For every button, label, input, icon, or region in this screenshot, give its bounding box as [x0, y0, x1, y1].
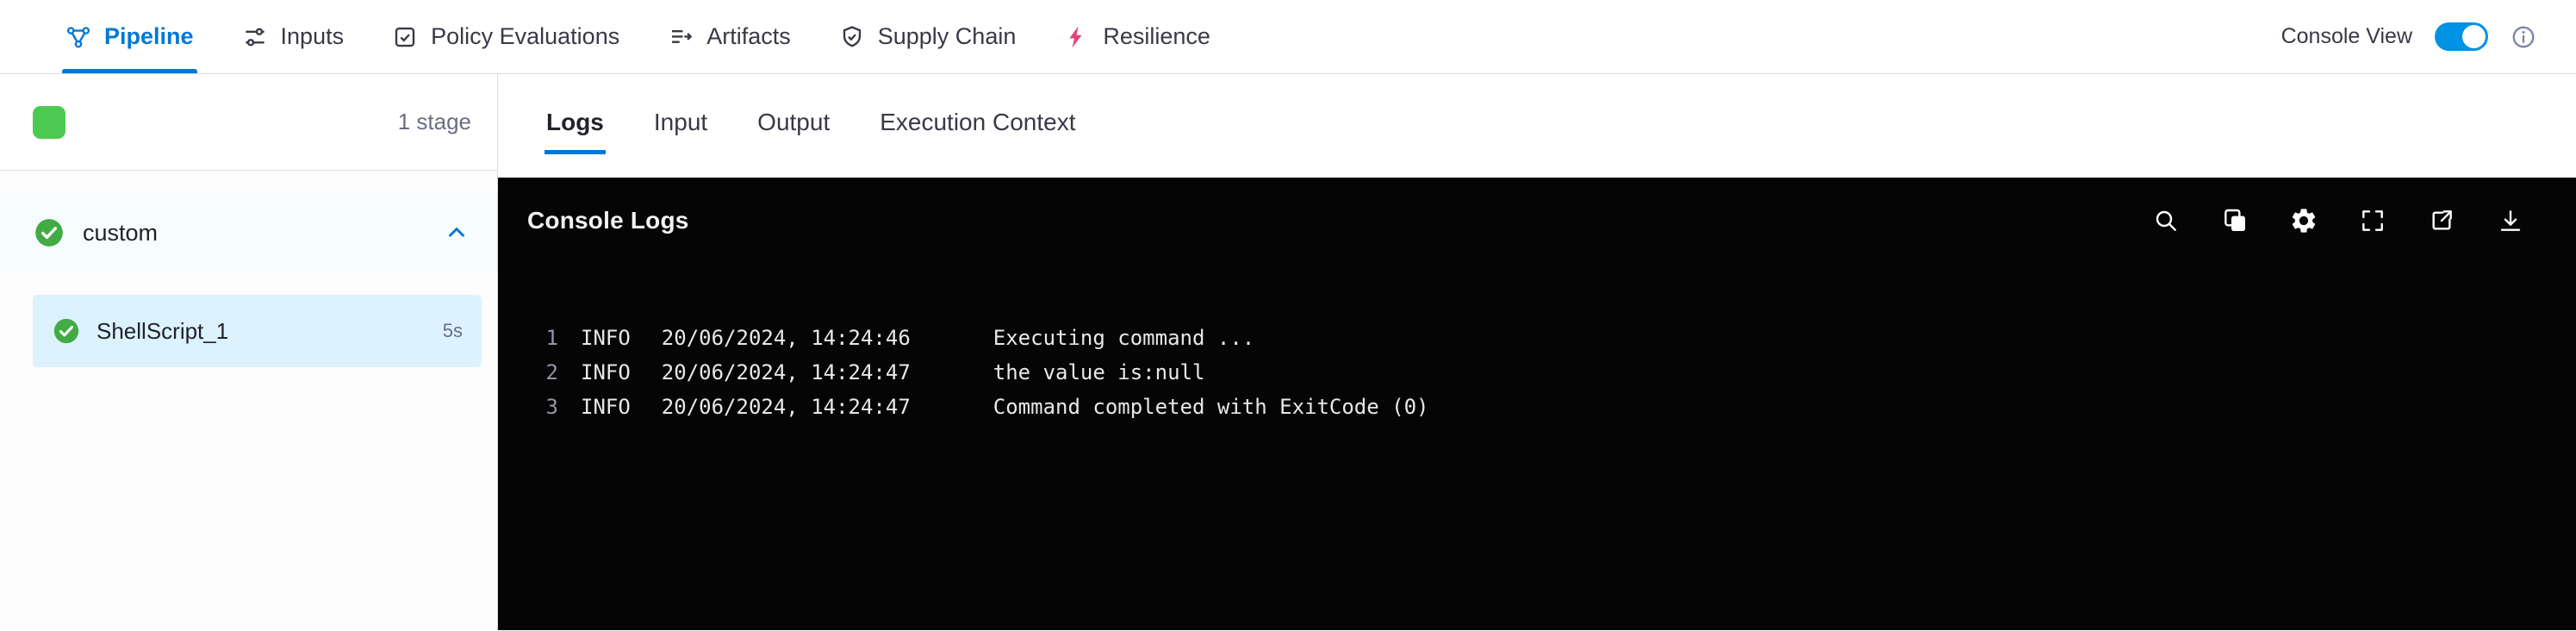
tab-label: Artifacts — [706, 23, 791, 49]
info-icon[interactable] — [2511, 24, 2536, 50]
stage-group-label: custom — [83, 219, 159, 246]
tab-artifacts[interactable]: Artifacts — [664, 0, 794, 73]
external-link-icon[interactable] — [2426, 205, 2457, 236]
sidebar-header: 1 stage — [0, 74, 497, 171]
log-timestamp: 20/06/2024, 14:24:46 — [661, 326, 911, 350]
tab-label: Supply Chain — [877, 23, 1017, 49]
shield-icon — [839, 24, 865, 50]
tab-execution-context[interactable]: Execution Context — [880, 108, 1076, 135]
top-nav: Pipeline Inputs Policy Evaluations — [0, 0, 2576, 74]
resilience-icon — [1064, 24, 1090, 50]
log-timestamp: 20/06/2024, 14:24:47 — [661, 360, 911, 384]
artifacts-icon — [668, 24, 694, 50]
console-view-toggle[interactable] — [2435, 22, 2488, 51]
log-level: INFO — [581, 395, 631, 419]
console-toolbar — [2150, 205, 2526, 236]
success-check-icon — [52, 316, 81, 346]
tab-output[interactable]: Output — [757, 108, 831, 135]
tab-label: Policy Evaluations — [431, 23, 620, 49]
log-line: 3 INFO 20/06/2024, 14:24:47 Command comp… — [498, 390, 2576, 424]
step-duration: 5s — [442, 320, 463, 341]
top-nav-tabs: Pipeline Inputs Policy Evaluations — [62, 0, 1214, 73]
tab-supply-chain[interactable]: Supply Chain — [836, 0, 1020, 73]
inputs-icon — [242, 24, 268, 50]
policy-check-icon — [392, 24, 418, 50]
main-panel: Logs Input Output Execution Context Cons… — [498, 74, 2576, 630]
detail-tabs: Logs Input Output Execution Context — [498, 74, 2576, 178]
tab-logs[interactable]: Logs — [544, 98, 606, 154]
step-label: ShellScript_1 — [96, 317, 229, 344]
stage-row-custom[interactable]: custom — [0, 193, 497, 272]
search-icon[interactable] — [2150, 205, 2181, 236]
toggle-knob — [2462, 25, 2486, 48]
execution-sidebar: 1 stage custom — [0, 74, 498, 630]
fullscreen-icon[interactable] — [2357, 205, 2388, 236]
chevron-up-icon[interactable] — [444, 220, 470, 246]
tab-policy-evaluations[interactable]: Policy Evaluations — [389, 0, 623, 73]
step-row-shellscript-1[interactable]: ShellScript_1 5s — [33, 295, 482, 367]
tab-label: Resilience — [1103, 23, 1210, 49]
log-message: the value is:null — [992, 360, 1205, 384]
log-message: Executing command ... — [992, 326, 1255, 350]
console-panel: Console Logs — [498, 178, 2576, 630]
stage-minimap-icon — [33, 105, 65, 139]
log-line: 2 INFO 20/06/2024, 14:24:47 the value is… — [498, 355, 2576, 390]
log-message: Command completed with ExitCode (0) — [992, 395, 1429, 419]
console-view-label: Console View — [2280, 24, 2412, 48]
success-check-icon — [33, 216, 65, 249]
tab-label: Inputs — [280, 23, 345, 49]
log-line-number: 3 — [545, 395, 558, 419]
log-level: INFO — [581, 360, 631, 384]
tab-input[interactable]: Input — [653, 108, 708, 135]
download-icon[interactable] — [2495, 205, 2526, 236]
stage-count-label: 1 stage — [397, 109, 471, 134]
log-line: 1 INFO 20/06/2024, 14:24:46 Executing co… — [498, 321, 2576, 355]
pipeline-icon — [65, 24, 91, 50]
console-title: Console Logs — [527, 207, 689, 234]
copy-icon[interactable] — [2219, 205, 2250, 236]
top-nav-right: Console View — [2281, 22, 2536, 51]
log-body: 1 INFO 20/06/2024, 14:24:46 Executing co… — [498, 321, 2576, 424]
log-level: INFO — [581, 326, 631, 350]
console-header: Console Logs — [498, 178, 2576, 236]
tab-inputs[interactable]: Inputs — [239, 0, 348, 73]
content-layout: 1 stage custom — [0, 74, 2576, 630]
log-line-number: 1 — [545, 326, 558, 350]
tab-pipeline[interactable]: Pipeline — [62, 0, 197, 73]
log-timestamp: 20/06/2024, 14:24:47 — [661, 395, 911, 419]
gear-icon[interactable] — [2288, 205, 2319, 236]
tab-resilience[interactable]: Resilience — [1061, 0, 1214, 73]
log-line-number: 2 — [545, 360, 558, 384]
tab-label: Pipeline — [104, 23, 194, 49]
